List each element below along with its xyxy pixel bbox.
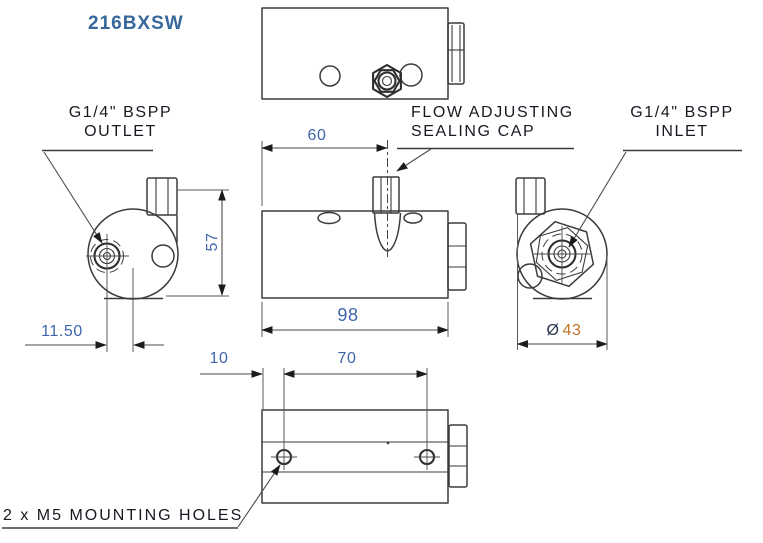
top-port-hole-2	[399, 63, 423, 87]
front-view-inlet-fitting	[447, 222, 467, 291]
outlet-label-line1: G1/4" BSPP	[68, 104, 173, 121]
mounting-hole-right	[414, 444, 440, 470]
mounting-leader-line	[237, 464, 281, 528]
cap-hex-end	[529, 220, 595, 288]
inlet-label: G1/4" BSPP INLET	[612, 103, 752, 141]
inlet-port	[534, 226, 590, 283]
flow-adjusting-cap	[372, 140, 402, 258]
top-port-hole	[319, 65, 341, 87]
outlet-label: G1/4" BSPP OUTLET	[48, 103, 193, 141]
front-view	[261, 140, 467, 337]
diameter-value: 43	[562, 322, 582, 339]
left-side-view	[25, 149, 229, 352]
bottom-view-body	[261, 409, 449, 504]
dimension-10	[200, 368, 285, 448]
flow-cap-nut-top	[372, 63, 402, 99]
part-number: 216BXSW	[88, 13, 184, 34]
right-view-top-fitting	[515, 177, 546, 215]
mounting-hole-left	[271, 444, 297, 470]
outlet-port	[86, 234, 129, 352]
top-view	[261, 7, 465, 100]
dimension-57	[166, 189, 229, 297]
dim-text-10: 10	[209, 350, 229, 367]
dim-text-98: 98	[337, 305, 359, 325]
top-view-inlet-fitting	[447, 22, 465, 85]
dimension-60	[261, 141, 388, 206]
front-view-body	[261, 210, 449, 299]
front-slot-right	[403, 212, 423, 224]
front-slot-left	[317, 211, 341, 225]
dimension-70	[283, 368, 428, 448]
flow-cap-label: FLOW ADJUSTING SEALING CAP	[411, 103, 574, 141]
top-view-body	[261, 7, 449, 100]
diameter-symbol: Ø	[546, 322, 560, 339]
right-side-view	[515, 149, 742, 350]
inlet-leader-line	[568, 151, 627, 248]
dimension-dia-43	[516, 214, 608, 350]
left-view-small-hole	[151, 244, 175, 268]
inlet-label-line2: INLET	[655, 123, 709, 140]
dim-text-11-50: 11.50	[41, 323, 83, 340]
dim-text-60: 60	[307, 127, 327, 144]
outlet-leader-line	[43, 151, 103, 244]
outlet-label-line2: OUTLET	[84, 123, 157, 140]
bottom-view	[2, 368, 468, 529]
flow-cap-label-line1: FLOW ADJUSTING	[411, 104, 574, 121]
inlet-label-line1: G1/4" BSPP	[630, 104, 734, 121]
flow-cap-leader	[396, 147, 574, 172]
dim-text-57: 57	[204, 232, 221, 252]
mounting-holes-label: 2 x M5 MOUNTING HOLES	[3, 507, 244, 524]
bottom-view-inlet-fitting	[448, 424, 468, 488]
flow-cap-label-line2: SEALING CAP	[411, 123, 536, 140]
dim-text-70: 70	[337, 350, 357, 367]
dimension-98	[261, 302, 449, 337]
left-view-top-fitting	[146, 177, 178, 243]
flow-leader-line	[396, 148, 432, 172]
